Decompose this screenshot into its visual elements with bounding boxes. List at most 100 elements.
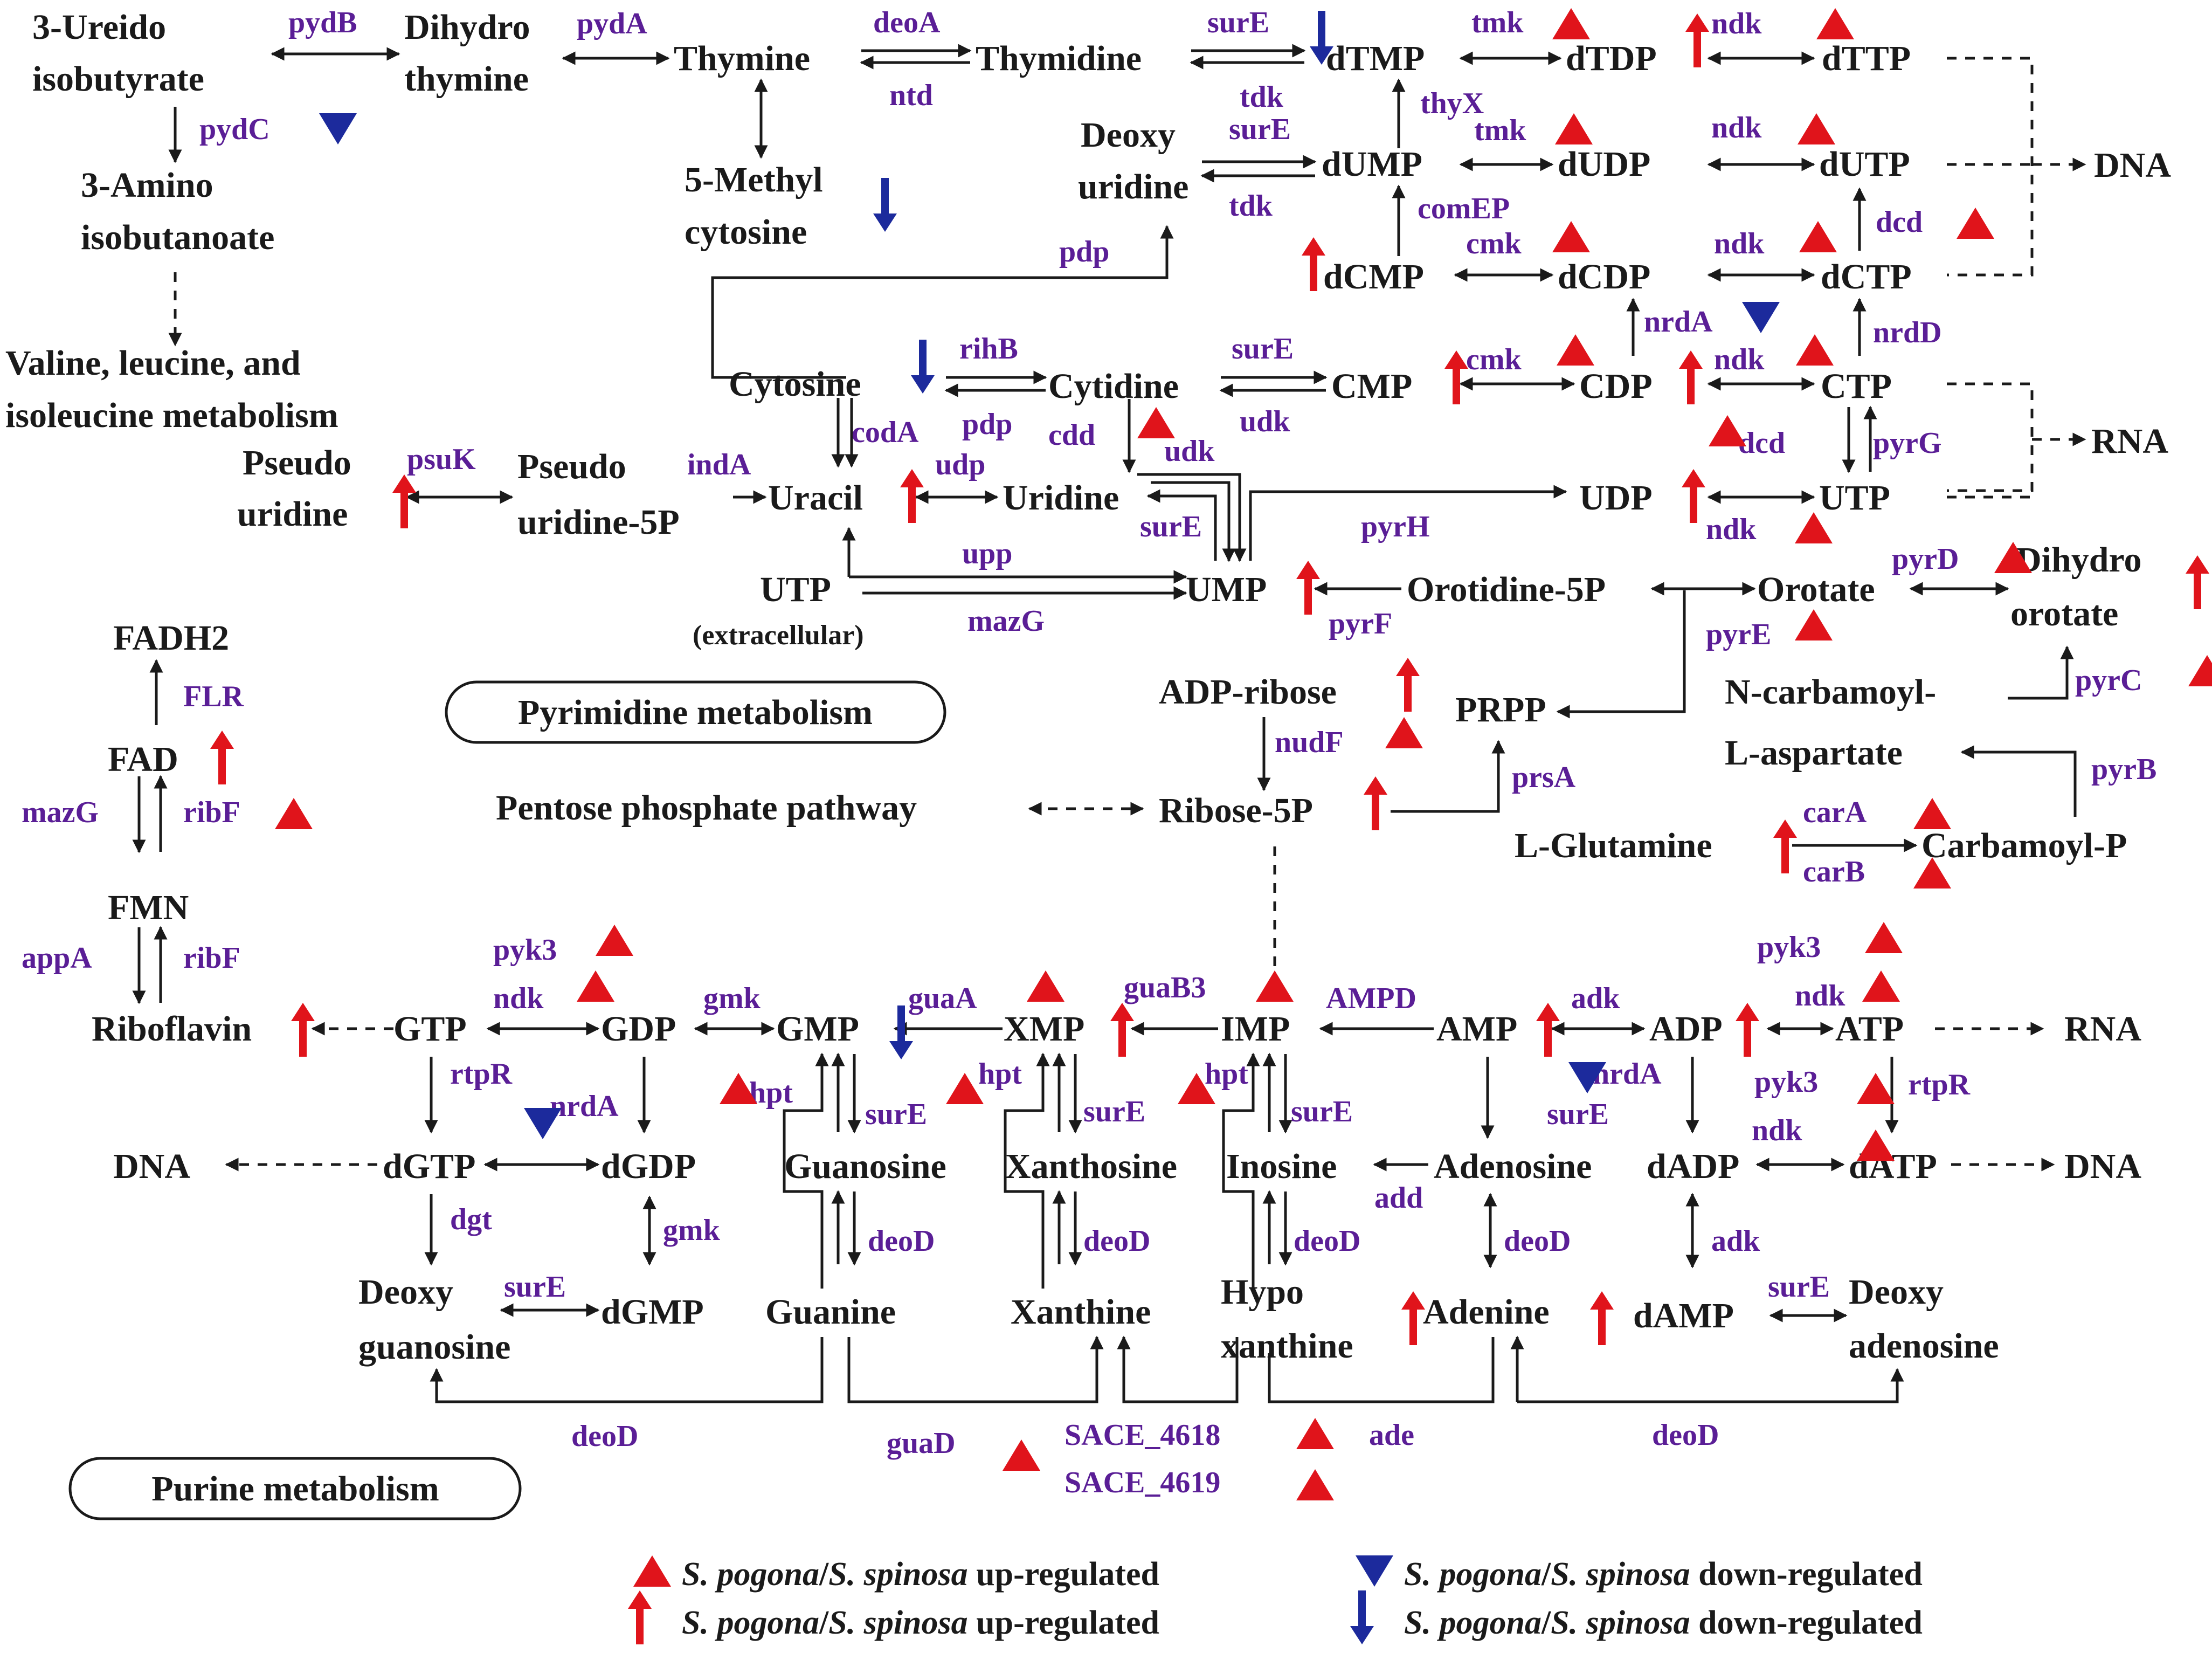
up-triangle-icon: [1816, 8, 1854, 39]
enzyme-dgt: dgt: [450, 1203, 492, 1236]
enzyme-adk: adk: [1711, 1224, 1760, 1258]
up-triangle-icon: [1552, 8, 1590, 39]
metabolite-extracellular: (extracellular): [693, 620, 864, 651]
legend-text: up-regulated: [968, 1604, 1159, 1641]
enzyme-thyx: thyX: [1420, 87, 1484, 120]
pathway-labels: 3-UreidoisobutyrateDihydrothymineThymine…: [5, 6, 2171, 1499]
enzyme-sure: surE: [1291, 1095, 1353, 1128]
metabolite-udp: UDP: [1579, 478, 1653, 518]
legend-label: S. pogona/S. spinosa down-regulated: [1404, 1556, 1923, 1593]
purine-section-box: [68, 1457, 522, 1520]
metabolite-ump: UMP: [1186, 570, 1267, 609]
metabolite-adenosine: adenosine: [1849, 1326, 1999, 1366]
up-arrow-icon: [1736, 1003, 1759, 1057]
enzyme-hpt: hpt: [978, 1057, 1022, 1091]
up-arrow-icon: [2186, 555, 2209, 609]
enzyme-ndk: ndk: [1795, 979, 1845, 1013]
metabolite-gtp: GTP: [393, 1009, 467, 1049]
up-triangle-icon: [1296, 1418, 1334, 1449]
metabolite-dcmp: dCMP: [1323, 257, 1424, 297]
metabolite-dna: DNA: [2094, 146, 2171, 185]
metabolite-adp: ADP: [1649, 1009, 1723, 1049]
enzyme-add: add: [1374, 1181, 1423, 1215]
enzyme-flr: FLR: [183, 680, 244, 713]
enzyme-deod: deoD: [868, 1224, 935, 1258]
enzyme-tmk: tmk: [1471, 6, 1524, 39]
up-triangle-icon: [1552, 221, 1590, 252]
legend-species-2: S. spinosa: [1551, 1556, 1690, 1593]
up-triangle-icon: [1994, 542, 2032, 573]
metabolite-dgdp: dGDP: [601, 1147, 696, 1186]
metabolite-dgtp: dGTP: [383, 1147, 475, 1186]
metabolite-dihydro: Dihydro: [2016, 540, 2142, 580]
metabolite-pseudo: Pseudo: [517, 447, 626, 486]
legend-slash: /: [819, 1604, 829, 1641]
edge-adenine-deoxyadenosine: [1517, 1368, 1904, 1403]
metabolite-gdp: GDP: [601, 1009, 676, 1049]
enzyme-pyk3: pyk3: [493, 933, 557, 967]
enzyme-prsa: prsA: [1512, 761, 1576, 794]
metabolite-atp: ATP: [1835, 1009, 1904, 1049]
legend-text: up-regulated: [968, 1556, 1159, 1593]
metabolite-cytosine: Cytosine: [729, 364, 861, 404]
metabolite-fad: FAD: [108, 740, 178, 779]
edge-ribose5p-prpp: [1391, 740, 1505, 813]
up-arrow-icon: [1685, 13, 1709, 67]
arrow-down-icon: [1350, 1590, 1374, 1644]
enzyme-appa: appA: [22, 941, 92, 975]
enzyme-gmk: gmk: [663, 1214, 721, 1247]
enzyme-ribf: ribF: [183, 941, 240, 975]
down-triangle-icon: [1742, 302, 1780, 333]
metabolite-adenine: Adenine: [1423, 1292, 1550, 1332]
enzyme-ndk: ndk: [493, 982, 544, 1015]
enzyme-udk: udk: [1240, 405, 1290, 438]
enzyme-rtpr: rtpR: [1908, 1068, 1971, 1101]
up-triangle-icon: [596, 925, 633, 956]
metabolite-utp: UTP: [1819, 478, 1890, 518]
legend-species-1: S. pogona: [682, 1604, 819, 1641]
enzyme-coda: codA: [852, 416, 919, 449]
enzyme-udk: udk: [1164, 435, 1215, 468]
up-triangle-icon: [1178, 1073, 1215, 1104]
metabolite-prpp: PRPP: [1455, 690, 1546, 729]
metabolite-gmp: GMP: [776, 1009, 859, 1049]
enzyme-inda: indA: [687, 448, 751, 481]
up-arrow-icon: [210, 731, 234, 784]
metabolite-fmn: FMN: [108, 888, 189, 927]
enzyme-sace-4618: SACE_4618: [1064, 1418, 1220, 1452]
enzyme-ndk: ndk: [1714, 227, 1765, 260]
metabolite-carbamoyl-p: Carbamoyl-P: [1921, 826, 2127, 865]
metabolite-thymine: Thymine: [674, 39, 810, 78]
edge-rna-collector: [1947, 382, 2034, 492]
metabolite-utp: UTP: [760, 570, 831, 609]
up-triangle-icon: [1795, 609, 1833, 640]
legend-species-2: S. spinosa: [828, 1604, 967, 1641]
enzyme-ampd: AMPD: [1326, 982, 1416, 1015]
enzyme-ade: ade: [1369, 1418, 1414, 1452]
enzyme-dcd: dcd: [1738, 426, 1785, 460]
metabolite-orotate: Orotate: [1757, 570, 1875, 609]
metabolite-xanthine: xanthine: [1221, 1326, 1353, 1366]
up-arrow-icon: [392, 474, 416, 528]
metabolite-deoxy: Deoxy: [358, 1272, 453, 1312]
metabolite-xmp: XMP: [1004, 1009, 1084, 1049]
up-triangle-icon: [1913, 857, 1951, 889]
enzyme-guaa: guaA: [908, 982, 977, 1015]
edge-uridine-ump-udk: [1137, 473, 1247, 562]
metabolite-isoleucine-metabolism: isoleucine metabolism: [5, 396, 338, 435]
metabolite-guanosine: guanosine: [358, 1327, 510, 1367]
up-arrow-icon: [1682, 469, 1705, 523]
enzyme-pyrh: pyrH: [1361, 510, 1430, 543]
enzyme-pyrg: pyrG: [1873, 426, 1942, 460]
metabolite-cmp: CMP: [1331, 367, 1412, 406]
down-triangle-icon: [524, 1108, 562, 1139]
enzyme-guad: guaD: [887, 1427, 956, 1460]
metabolite-dudp: dUDP: [1558, 144, 1650, 184]
up-triangle-icon: [1913, 798, 1951, 829]
enzyme-deod: deoD: [1294, 1224, 1360, 1258]
metabolite-3-ureido: 3-Ureido: [32, 8, 166, 47]
edge-pdp-deoxyuridine: [711, 225, 1174, 379]
enzyme-gmk: gmk: [703, 982, 761, 1015]
enzyme-pyrd: pyrD: [1892, 542, 1959, 576]
